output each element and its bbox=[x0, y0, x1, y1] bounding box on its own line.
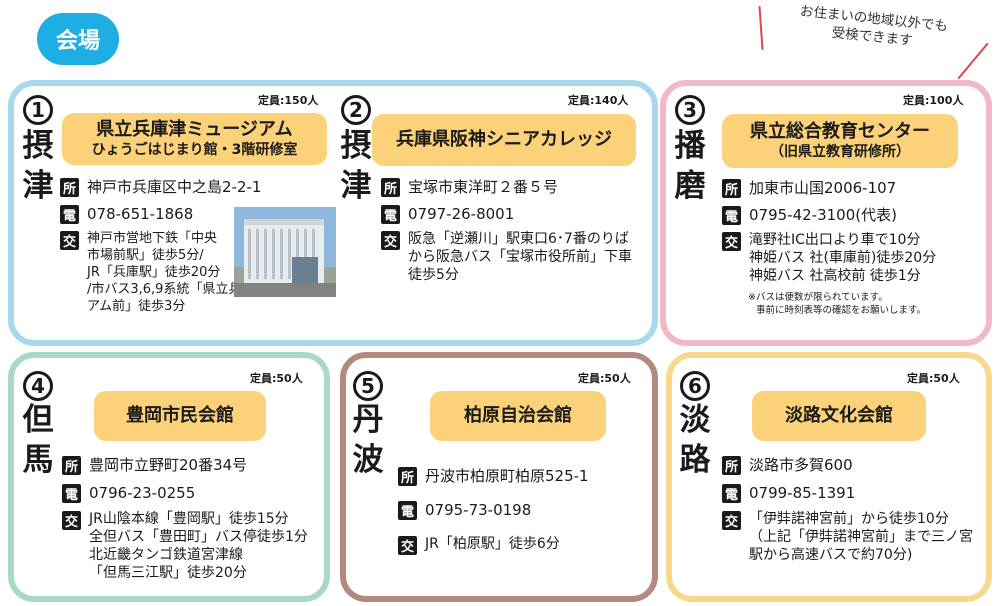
card5-region: 丹波 bbox=[352, 402, 384, 478]
card3-footnote: ※バスは便数が限られています。 事前に時刻表等の確認をお願いします。 bbox=[748, 292, 927, 316]
card2-number: 2 bbox=[341, 95, 371, 125]
card4-tel-row: 電 0796-23-0255 bbox=[62, 483, 195, 503]
card2-access-row: 交 阪急「逆瀬川」駅東口6･7番のりば から阪急バス「宝塚市役所前」下車 徒歩5… bbox=[381, 230, 632, 284]
card2-address-row: 所 宝塚市東洋町２番５号 bbox=[381, 177, 558, 197]
card1-subname: ひょうごはじまり館・3階研修室 bbox=[91, 142, 298, 158]
card5-number: 5 bbox=[353, 371, 383, 401]
card5-access: JR「柏原駅」徒歩6分 bbox=[425, 536, 560, 552]
note-line-left bbox=[758, 5, 764, 51]
card6-capacity: 定員:50人 bbox=[907, 372, 960, 385]
address-icon: 所 bbox=[722, 179, 741, 198]
transport-icon: 交 bbox=[722, 232, 741, 251]
card2-tel-row: 電 0797-26-8001 bbox=[381, 204, 514, 224]
transport-icon: 交 bbox=[381, 231, 400, 250]
card2-tel: 0797-26-8001 bbox=[408, 205, 515, 223]
address-icon: 所 bbox=[398, 467, 417, 486]
address-icon: 所 bbox=[722, 456, 741, 475]
card5-address: 丹波市柏原町柏原525-1 bbox=[425, 467, 589, 485]
card4-address: 豊岡市立野町20番34号 bbox=[89, 456, 248, 474]
card4-address-row: 所 豊岡市立野町20番34号 bbox=[62, 455, 247, 475]
card3-subname: （旧県立教育研修所） bbox=[770, 144, 910, 160]
card1-tel-row: 電 078-651-1868 bbox=[60, 204, 193, 224]
address-icon: 所 bbox=[62, 456, 81, 475]
card6-name-box: 淡路文化会館 bbox=[752, 391, 926, 441]
phone-icon: 電 bbox=[722, 484, 741, 503]
card3-name: 県立総合教育センター bbox=[750, 121, 930, 142]
card2-name-box: 兵庫県阪神シニアカレッジ bbox=[372, 114, 636, 166]
card4-access: JR山陰本線「豊岡駅」徒歩15分 全但バス「豊田町」バス停徒歩1分 北近畿タンゴ… bbox=[89, 511, 308, 581]
note-text: お住まいの地域以外でも 受検できます bbox=[777, 0, 970, 56]
card5-tel-row: 電 0795-73-0198 bbox=[398, 500, 531, 520]
card3-number: 3 bbox=[675, 95, 705, 125]
card5-name-box: 柏原自治会館 bbox=[430, 391, 606, 441]
card3-capacity: 定員:100人 bbox=[903, 94, 964, 107]
card2-address: 宝塚市東洋町２番５号 bbox=[408, 178, 559, 196]
card1-address-row: 所 神戸市兵庫区中之島2-2-1 bbox=[60, 177, 261, 197]
phone-icon: 電 bbox=[60, 205, 79, 224]
card4-number: 4 bbox=[23, 371, 53, 401]
card2-region: 摂津 bbox=[340, 128, 372, 204]
card6-access: 「伊弉諾神宮前」から徒歩10分 （上記「伊弉諾神宮前」まで三ノ宮 駅から高速バス… bbox=[749, 511, 973, 563]
card3-access-row: 交 滝野社IC出口より車で10分 神姫バス 社(車庫前)徒歩20分 神姫バス 社… bbox=[722, 231, 936, 285]
card3-tel: 0795-42-3100(代表) bbox=[749, 206, 897, 224]
card5-tel: 0795-73-0198 bbox=[425, 501, 532, 519]
card1-capacity: 定員:150人 bbox=[258, 94, 319, 107]
card2-name: 兵庫県阪神シニアカレッジ bbox=[396, 129, 612, 150]
phone-icon: 電 bbox=[398, 501, 417, 520]
phone-icon: 電 bbox=[62, 484, 81, 503]
venue-label: 会場 bbox=[55, 29, 100, 54]
card5-capacity: 定員:50人 bbox=[578, 372, 631, 385]
card1-name: 県立兵庫津ミュージアム bbox=[96, 119, 293, 140]
card1-region: 摂津 bbox=[22, 128, 54, 204]
card5-address-row: 所 丹波市柏原町柏原525-1 bbox=[398, 466, 589, 486]
card3-address-row: 所 加東市山国2006-107 bbox=[722, 178, 896, 198]
card4-region: 但馬 bbox=[22, 402, 54, 478]
card3-access: 滝野社IC出口より車で10分 神姫バス 社(車庫前)徒歩20分 神姫バス 社高校… bbox=[749, 232, 937, 284]
card6-region: 淡路 bbox=[679, 402, 711, 478]
card4-capacity: 定員:50人 bbox=[250, 372, 303, 385]
card4-name: 豊岡市民会館 bbox=[126, 405, 234, 426]
card4-access-row: 交 JR山陰本線「豊岡駅」徒歩15分 全但バス「豊田町」バス停徒歩1分 北近畿タ… bbox=[62, 510, 308, 582]
card6-name: 淡路文化会館 bbox=[785, 405, 893, 426]
address-icon: 所 bbox=[381, 178, 400, 197]
card6-address-row: 所 淡路市多賀600 bbox=[722, 455, 853, 475]
card1-name-box: 県立兵庫津ミュージアム ひょうごはじまり館・3階研修室 bbox=[62, 113, 327, 165]
transport-icon: 交 bbox=[60, 231, 79, 250]
card3-address: 加東市山国2006-107 bbox=[749, 179, 897, 197]
card4-tel: 0796-23-0255 bbox=[89, 484, 196, 502]
phone-icon: 電 bbox=[722, 206, 741, 225]
card5-name: 柏原自治会館 bbox=[464, 405, 572, 426]
museum-building-photo bbox=[234, 207, 336, 297]
card5-access-row: 交 JR「柏原駅」徒歩6分 bbox=[398, 535, 560, 555]
card6-address: 淡路市多賀600 bbox=[749, 456, 853, 474]
address-icon: 所 bbox=[60, 178, 79, 197]
venue-badge: 会場 bbox=[37, 13, 119, 65]
card4-name-box: 豊岡市民会館 bbox=[94, 391, 266, 441]
card3-region: 播磨 bbox=[674, 128, 706, 204]
card3-tel-row: 電 0795-42-3100(代表) bbox=[722, 205, 897, 225]
card1-address: 神戸市兵庫区中之島2-2-1 bbox=[87, 178, 262, 196]
transport-icon: 交 bbox=[62, 511, 81, 530]
transport-icon: 交 bbox=[398, 536, 417, 555]
card1-number: 1 bbox=[23, 95, 53, 125]
card-tamba bbox=[340, 352, 658, 602]
card6-tel-row: 電 0799-85-1391 bbox=[722, 483, 855, 503]
transport-icon: 交 bbox=[722, 511, 741, 530]
card2-capacity: 定員:140人 bbox=[568, 94, 629, 107]
card3-name-box: 県立総合教育センター （旧県立教育研修所） bbox=[722, 114, 958, 168]
card6-access-row: 交 「伊弉諾神宮前」から徒歩10分 （上記「伊弉諾神宮前」まで三ノ宮 駅から高速… bbox=[722, 510, 973, 564]
phone-icon: 電 bbox=[381, 205, 400, 224]
card2-access: 阪急「逆瀬川」駅東口6･7番のりば から阪急バス「宝塚市役所前」下車 徒歩5分 bbox=[408, 231, 632, 283]
card1-tel: 078-651-1868 bbox=[87, 205, 194, 223]
card6-number: 6 bbox=[680, 371, 710, 401]
card6-tel: 0799-85-1391 bbox=[749, 484, 856, 502]
